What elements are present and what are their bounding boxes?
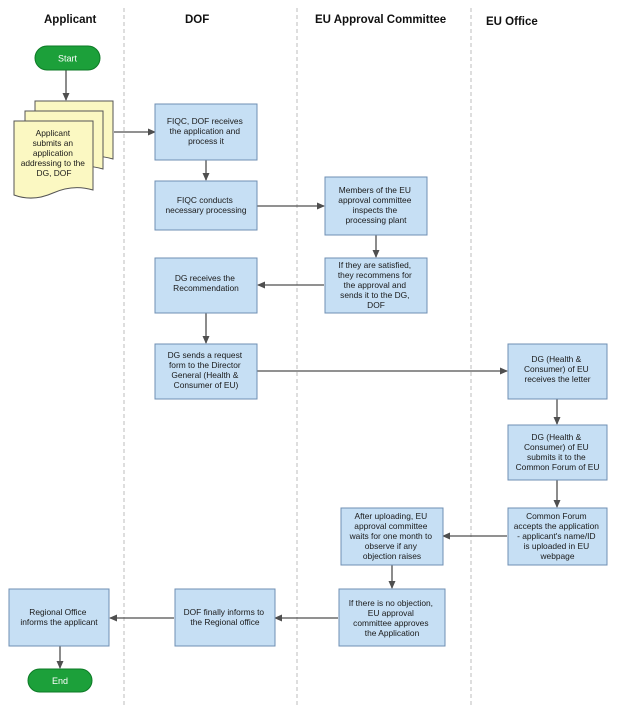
dg-health-receives-box <box>507 343 608 400</box>
start-node: Start <box>34 45 101 71</box>
fiqc-receives-text: FIQC, DOF receives the application and p… <box>167 116 245 146</box>
fiqc-processing-box <box>154 180 258 231</box>
fiqc-processing-text: FIQC conducts necessary processing <box>166 195 247 215</box>
dg-receives-text: DG receives the Recommendation <box>173 273 239 293</box>
after-uploading-box <box>340 507 444 566</box>
no-objection-box <box>338 588 446 647</box>
dg-sends-request-text: DG sends a request form to the Director … <box>168 350 245 390</box>
lane-title-eu-committee: EU Approval Committee <box>315 14 446 26</box>
satisfied-recommend-text: If they are satisfied, they recommens fo… <box>338 260 414 310</box>
lane-title-applicant: Applicant <box>44 14 97 26</box>
end-node: End <box>27 668 93 693</box>
dg-sends-request-box <box>154 343 258 400</box>
after-uploading-text: After uploading, EU approval committee w… <box>349 511 435 561</box>
dg-health-submits-text: DG (Health & Consumer) of EU submits it … <box>516 432 600 472</box>
lane-title-eu-office: EU Office <box>486 16 538 28</box>
regional-informs-text: Regional Office informs the applicant <box>20 607 98 627</box>
regional-informs-box <box>8 588 110 647</box>
applicant-submits-text: Applicant submits an application address… <box>21 128 88 178</box>
dof-informs-text: DOF finally informs to the Regional offi… <box>184 607 267 627</box>
applicant-submits-document <box>13 100 114 199</box>
satisfied-recommend-box <box>324 257 428 314</box>
fiqc-receives-box <box>154 103 258 161</box>
common-forum-text: Common Forum accepts the application - a… <box>514 511 602 561</box>
dg-health-receives-text: DG (Health & Consumer) of EU receives th… <box>524 354 591 384</box>
lane-title-dof: DOF <box>185 14 209 26</box>
start-label: Start <box>58 54 78 64</box>
dof-informs-box <box>174 588 276 647</box>
dg-health-submits-box <box>507 424 608 481</box>
no-objection-text: If there is no objection, EU approval co… <box>349 598 436 638</box>
end-label: End <box>52 676 68 686</box>
members-inspect-text: Members of the EU approval committee ins… <box>338 185 413 225</box>
dg-receives-box <box>154 257 258 314</box>
common-forum-box <box>507 507 608 566</box>
document-front-sheet <box>13 120 94 199</box>
members-inspect-box <box>324 176 428 236</box>
connectors <box>56 70 561 669</box>
